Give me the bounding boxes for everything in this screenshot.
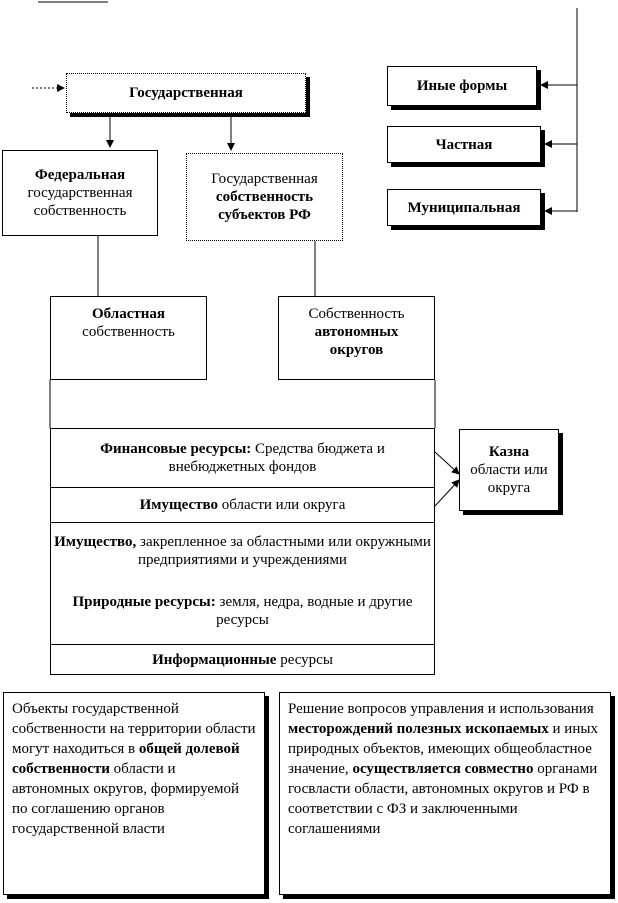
note-right-text-2: и иных природных объектов, имеющих общео… <box>288 721 598 777</box>
regional-ownership-text: собственность <box>82 324 175 340</box>
note-shared-ownership: Объекты государственной собственности на… <box>3 692 265 895</box>
municipal-ownership-label: Муниципальная <box>407 199 521 216</box>
private-ownership-box: Частная <box>387 126 541 163</box>
subjects-ownership-text: Государственная <box>211 171 318 187</box>
regional-ownership-box: Областная собственность <box>50 296 207 380</box>
autonomous-ownership-text: Собственность <box>308 306 405 322</box>
note-right-text-3: органами госвласти области, автономных о… <box>288 761 598 837</box>
note-left-bold: общей долевой собственности <box>12 741 240 777</box>
resources-container <box>50 428 435 675</box>
note-left-text-2: области и автономных округов, формируемо… <box>12 761 240 837</box>
federal-ownership-bold: Федеральная <box>34 167 126 183</box>
state-ownership-box: Государственная <box>66 73 306 113</box>
municipal-ownership-box: Муниципальная <box>387 189 541 226</box>
row-assigned-text: закрепленное за областными или окружными… <box>136 533 431 568</box>
row-financial-bold: Финансовые ресурсы: <box>100 441 252 457</box>
note-right-bold-1: месторождений полезных ископаемых <box>288 721 549 737</box>
arrow-property-to-treasury <box>434 479 460 507</box>
note-left-text-1: Объекты государственной собственности на… <box>12 701 256 757</box>
row-natural-resources: Природные ресурсы: земля, недра, водные … <box>50 578 435 644</box>
row-natural-text: земля, недра, водные и другие ресурсы <box>215 594 413 628</box>
autonomous-ownership-box: Собственность автономных округов <box>278 296 435 380</box>
row-property-bold: Имущество <box>139 497 219 513</box>
state-ownership-label: Государственная <box>129 85 243 101</box>
private-ownership-label: Частная <box>435 136 493 153</box>
treasury-text: области или округа <box>470 462 548 496</box>
arrow-finance-to-treasury <box>434 451 460 475</box>
subjects-ownership-box: Государственная собственность субъектов … <box>186 153 343 241</box>
federal-ownership-box: Федеральная государственная собственност… <box>2 150 158 236</box>
treasury-box: Казна области или округа <box>459 429 559 511</box>
row-natural-bold: Природные ресурсы: <box>72 594 216 610</box>
row-financial-text: Средства бюджета и внебюджетных фондов <box>168 441 385 475</box>
autonomous-ownership-bold: автономных округов <box>314 324 399 358</box>
note-right-bold-2: осуществляется совместно <box>352 761 534 777</box>
other-forms-label: Иные формы <box>416 78 508 94</box>
note-joint-management: Решение вопросов управления и использова… <box>279 692 611 895</box>
regional-ownership-bold: Областная <box>92 306 165 322</box>
row-financial-resources: Финансовые ресурсы: Средства бюджета и в… <box>50 428 435 487</box>
row-information-bold: Информационные <box>152 652 277 668</box>
federal-ownership-text: государственная собственность <box>27 185 133 219</box>
subjects-ownership-bold: собственность субъектов РФ <box>215 189 314 223</box>
row-information-text: ресурсы <box>276 652 333 668</box>
row-property-text: области или округа <box>218 497 346 513</box>
treasury-bold: Казна <box>488 444 530 460</box>
row-information-resources: Информационные ресурсы <box>50 644 435 675</box>
row-property: Имущество области или округа <box>50 487 435 522</box>
note-right-text-1: Решение вопросов управления и использова… <box>288 701 594 717</box>
row-assigned-property: Имущество, закрепленное за областными ил… <box>50 522 435 578</box>
other-forms-box: Иные формы <box>387 66 537 106</box>
row-assigned-bold: Имущество, <box>54 533 137 550</box>
